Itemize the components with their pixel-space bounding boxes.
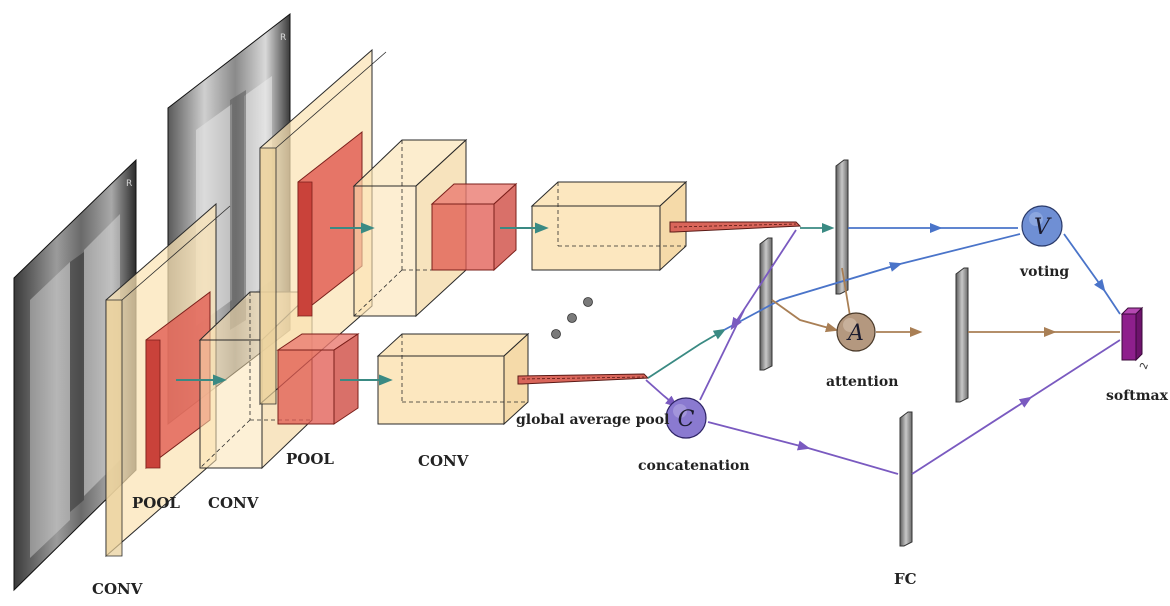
softmax-subscript: 2 [1138,361,1151,371]
gap-bar-upper [669,221,802,233]
conv-layer-upper-2 [530,180,688,272]
concatenation-node: C [665,397,707,439]
label-voting: voting [1019,264,1069,280]
pool-layer-upper [297,130,363,318]
xray-corner-mark: R [280,33,286,43]
label-concatenation: concatenation [638,458,750,474]
label-attention: attention [826,374,898,390]
conv-layer-lower-2 [376,332,530,426]
ellipsis-dots [551,297,593,339]
softmax-block: 2 [1120,306,1151,371]
blue-connections [723,222,1121,331]
concatenation-letter: C [678,407,695,432]
attention-node: A [836,312,876,352]
label-global-average-pool: global average pool [516,412,669,428]
label-pool-1: POOL [132,494,180,512]
label-conv-1: CONV [208,494,259,512]
purple-connections [645,229,1121,475]
label-conv-input: CONV [92,580,143,598]
xray-corner-mark-front: R [126,179,132,189]
label-softmax: softmax [1106,388,1169,404]
fc-bar-mid [759,237,773,371]
voting-node: V [1021,205,1063,247]
gap-bar-lower [517,373,650,385]
teal-flow-arrows [176,222,549,386]
label-pool-2: POOL [286,450,334,468]
label-fc: FC [894,570,917,588]
fc-bar-top [835,159,849,295]
label-conv-2: CONV [418,452,469,470]
fc-bar-right [955,267,969,403]
voting-letter: V [1034,215,1052,240]
attention-letter: A [846,321,864,346]
fc-bar-bottom [899,411,913,547]
brown-connections [771,267,1120,338]
teal-connections [647,222,835,379]
